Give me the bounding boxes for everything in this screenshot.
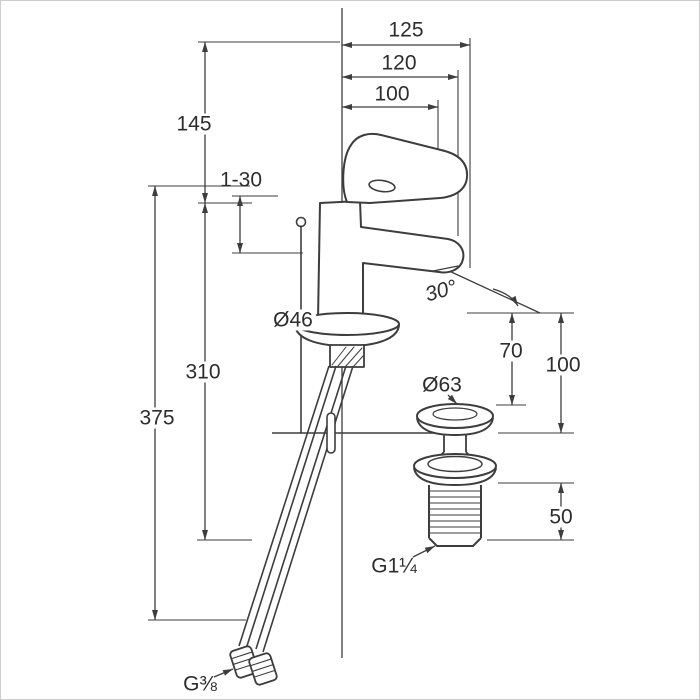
dim-height-145: 145	[173, 113, 215, 135]
dim-supply-thread: G⅜	[183, 672, 217, 696]
dim-height-100: 100	[542, 354, 584, 376]
faucet-body	[317, 200, 465, 321]
leader-lines	[213, 326, 458, 678]
hose-connectors	[229, 645, 278, 686]
hose-connector	[248, 652, 278, 686]
dim-length-375: 375	[136, 407, 178, 429]
handle-indicator-oval	[368, 179, 396, 193]
dim-waste-thread: G1¼	[371, 554, 417, 578]
supply-hoses	[238, 365, 354, 653]
aerator-line	[432, 265, 459, 272]
dim-reach-100: 100	[374, 82, 410, 106]
dim-waste-diameter: Ø63	[422, 373, 462, 397]
waste-tail-end	[428, 537, 482, 547]
pop-up-waste	[413, 403, 497, 547]
dim-height-70: 70	[496, 340, 526, 362]
spout-angle-indicator	[446, 269, 541, 314]
pull-rod-knob	[295, 216, 307, 228]
faucet-handle	[342, 132, 469, 204]
pop-up-rod	[272, 412, 449, 454]
dim-reach-125: 125	[388, 18, 424, 42]
dim-length-310: 310	[182, 361, 224, 383]
rod-clamp-pin	[326, 412, 336, 454]
dim-clamp-range: 1-30	[219, 168, 263, 192]
faucet-outline	[294, 132, 469, 434]
waste-cap	[416, 403, 494, 429]
dim-base-diameter: Ø46	[270, 309, 316, 331]
waste-flange	[413, 453, 497, 479]
dim-length-50: 50	[546, 506, 576, 528]
dim-reach-120: 120	[381, 51, 417, 75]
